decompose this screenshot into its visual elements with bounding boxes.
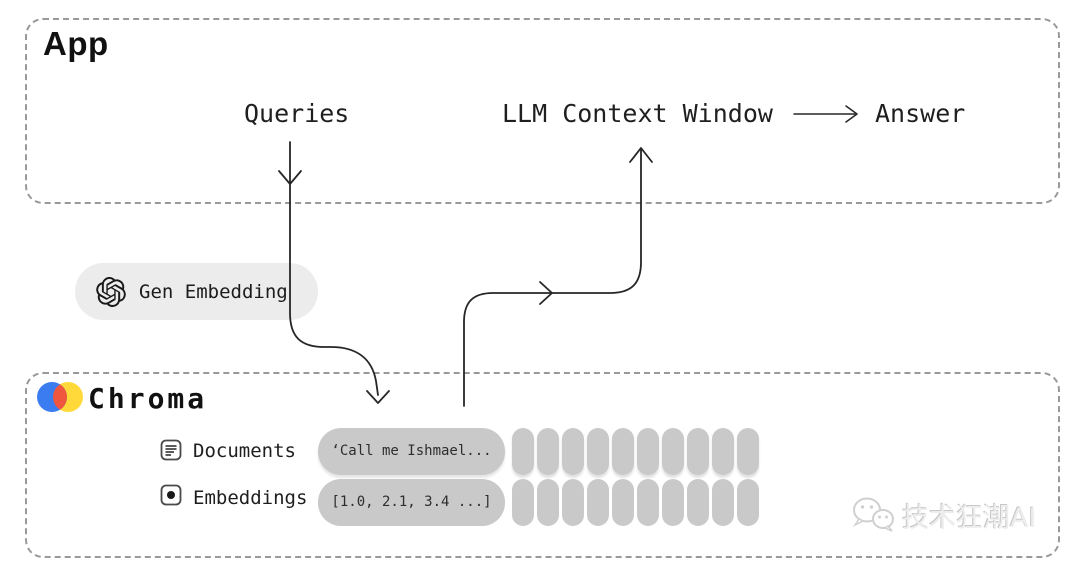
chroma-logo-icon: [36, 381, 84, 417]
document-sample-pill: ‘Call me Ishmael...: [318, 428, 505, 475]
queries-label: Queries: [244, 99, 350, 128]
vector-slot: [612, 479, 634, 526]
vector-slot: [562, 479, 584, 526]
vector-slot: [587, 428, 609, 475]
llm-context-window-label: LLM Context Window: [502, 99, 773, 128]
vector-slot: [712, 428, 734, 475]
embedding-slots: [512, 479, 759, 526]
embeddings-label: Embeddings: [193, 487, 308, 509]
vector-slot: [737, 479, 759, 526]
vector-slot: [612, 428, 634, 475]
openai-logo-icon: [96, 276, 126, 307]
vector-slot: [712, 479, 734, 526]
vector-slot: [562, 428, 584, 475]
vector-slot: [587, 479, 609, 526]
document-icon: [160, 439, 182, 465]
vector-slot: [662, 428, 684, 475]
vector-slot: [537, 428, 559, 475]
embedding-icon: [160, 484, 182, 510]
vector-slot: [537, 479, 559, 526]
chroma-title: Chroma: [88, 382, 208, 415]
vector-slot: [737, 428, 759, 475]
watermark: 技术狂潮AI: [850, 494, 1036, 536]
vector-slot: [687, 428, 709, 475]
vector-slot: [687, 479, 709, 526]
vector-slot: [637, 428, 659, 475]
documents-label: Documents: [193, 440, 296, 462]
wechat-icon: [850, 494, 896, 536]
vector-slot: [512, 479, 534, 526]
answer-label: Answer: [875, 99, 966, 128]
vector-slot: [512, 428, 534, 475]
document-slots: [512, 428, 759, 475]
gen-embedding-pill: Gen Embedding: [75, 263, 318, 320]
vector-slot: [637, 479, 659, 526]
app-box-title: App: [43, 25, 109, 62]
vector-slot: [662, 479, 684, 526]
watermark-text: 技术狂潮AI: [902, 502, 1037, 534]
embedding-sample-pill: [1.0, 2.1, 3.4 ...]: [318, 479, 505, 526]
gen-embedding-label: Gen Embedding: [139, 280, 288, 303]
